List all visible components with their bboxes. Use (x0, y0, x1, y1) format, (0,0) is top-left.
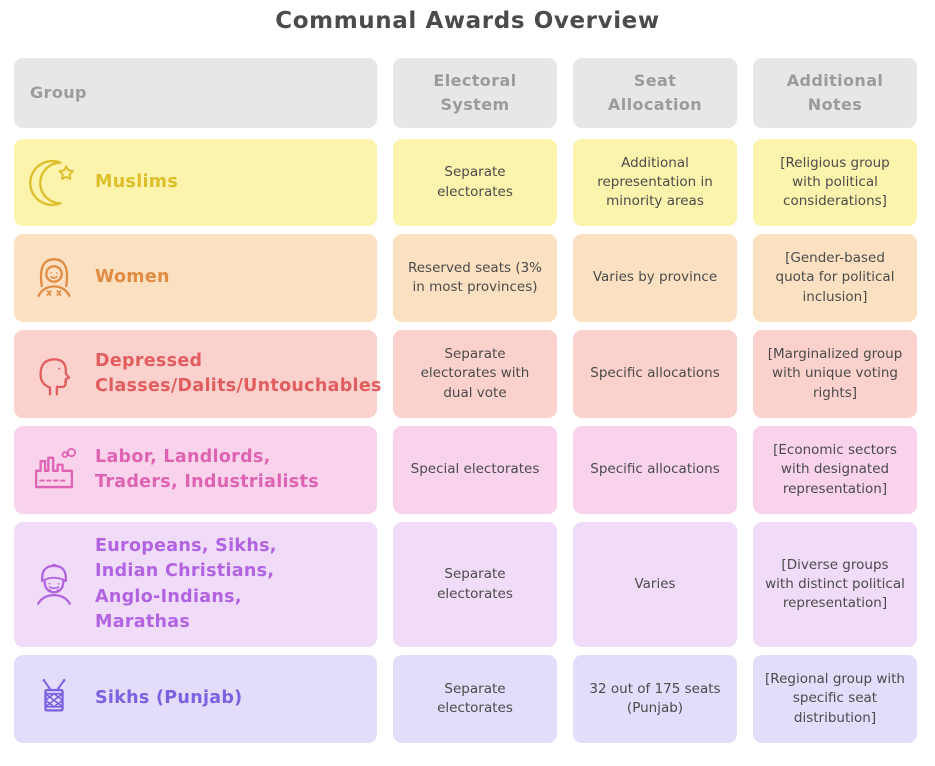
additional-notes-cell: [Regional group with specific seat distr… (753, 655, 917, 743)
group-cell: Depressed Classes/Dalits/Untouchables (14, 330, 381, 418)
electoral-system-cell: Separate electorates with dual vote (393, 330, 557, 418)
group-label: Sikhs (Punjab) (95, 688, 243, 709)
additional-notes-cell: [Marginalized group with unique voting r… (753, 330, 917, 418)
group-cell: Women (14, 234, 377, 322)
additional-notes-cell: [Diverse groups with distinct political … (753, 522, 917, 647)
group-label: Depressed Classes/Dalits/Untouchables (95, 350, 382, 396)
electoral-system-cell: Separate electorates (393, 655, 557, 743)
crescent-star-icon (28, 155, 80, 211)
drum-icon (28, 671, 80, 727)
group-label: Europeans, Sikhs, Indian Christians, Ang… (95, 535, 277, 632)
table-row-labor: Labor, Landlords, Traders, Industrialist… (14, 426, 917, 514)
communal-awards-overview-page: Communal Awards Overview Group Electoral… (14, 8, 917, 743)
table-row-sikhs-punjab: Sikhs (Punjab) Separate electorates 32 o… (14, 655, 917, 743)
column-header-group: Group (14, 58, 377, 128)
group-cell: Europeans, Sikhs, Indian Christians, Ang… (14, 522, 377, 647)
communal-awards-table: Group Electoral System Seat Allocation A… (14, 58, 917, 743)
table-row-europeans-sikhs-others: Europeans, Sikhs, Indian Christians, Ang… (14, 522, 917, 647)
group-cell: Muslims (14, 139, 377, 226)
seat-allocation-cell: Varies (573, 522, 737, 647)
table-row-muslims: Muslims Separate electorates Additional … (14, 139, 917, 226)
additional-notes-cell: [Gender-based quota for political inclus… (753, 234, 917, 322)
column-header-electoral-system: Electoral System (393, 58, 557, 128)
electoral-system-cell: Reserved seats (3% in most provinces) (393, 234, 557, 322)
column-header-seat-allocation: Seat Allocation (573, 58, 737, 128)
group-cell: Labor, Landlords, Traders, Industrialist… (14, 426, 377, 514)
seat-allocation-cell: Specific allocations (573, 330, 737, 418)
table-row-depressed-classes: Depressed Classes/Dalits/Untouchables Se… (14, 330, 917, 418)
table-header-row: Group Electoral System Seat Allocation A… (14, 58, 917, 128)
head-profile-icon (28, 346, 80, 402)
woman-icon (28, 250, 80, 306)
group-label: Labor, Landlords, Traders, Industrialist… (95, 446, 319, 492)
group-label: Women (95, 267, 170, 288)
seat-allocation-cell: Additional representation in minority ar… (573, 139, 737, 226)
group-label: Muslims (95, 171, 179, 192)
additional-notes-cell: [Economic sectors with designated repres… (753, 426, 917, 514)
electoral-system-cell: Separate electorates (393, 139, 557, 226)
factory-icon (28, 442, 80, 498)
electoral-system-cell: Special electorates (393, 426, 557, 514)
column-header-additional-notes: Additional Notes (753, 58, 917, 128)
seat-allocation-cell: 32 out of 175 seats (Punjab) (573, 655, 737, 743)
electoral-system-cell: Separate electorates (393, 522, 557, 647)
seat-allocation-cell: Varies by province (573, 234, 737, 322)
group-cell: Sikhs (Punjab) (14, 655, 377, 743)
turban-man-icon (28, 557, 80, 613)
additional-notes-cell: [Religious group with political consider… (753, 139, 917, 226)
seat-allocation-cell: Specific allocations (573, 426, 737, 514)
page-title: Communal Awards Overview (275, 8, 660, 34)
table-row-women: Women Reserved seats (3% in most provinc… (14, 234, 917, 322)
